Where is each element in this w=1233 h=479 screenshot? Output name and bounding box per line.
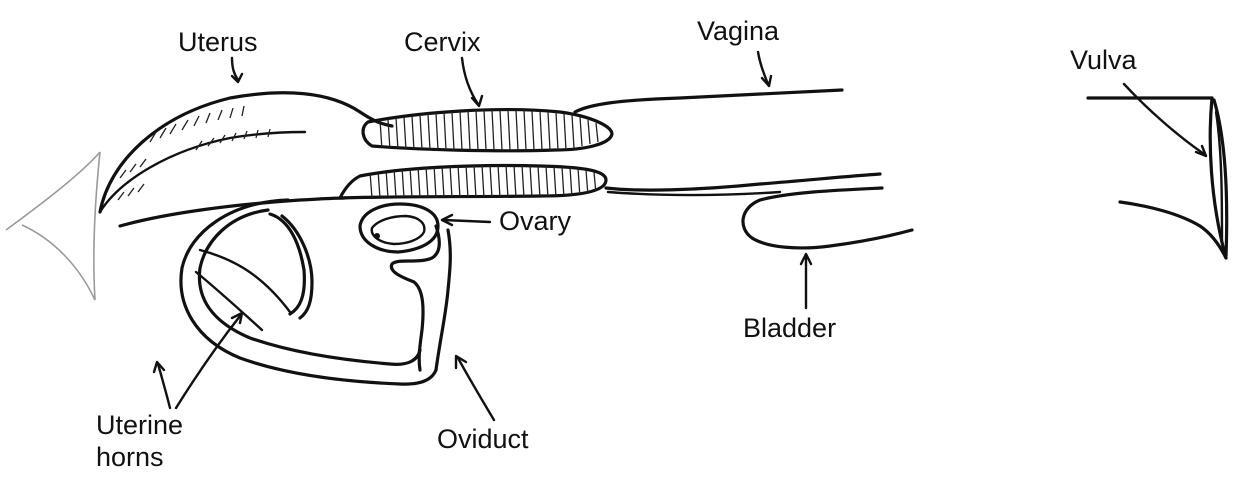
cervix-upper: [363, 110, 612, 151]
vulva-pointer: [1124, 84, 1204, 154]
uterus-wall-hatching: [118, 106, 270, 200]
label-ovary: Ovary: [499, 206, 571, 236]
label-cervix: Cervix: [404, 27, 481, 57]
bladder-shape: [743, 188, 912, 248]
label-oviduct: Oviduct: [437, 424, 529, 454]
vulva-shape: [1088, 98, 1227, 258]
uterus-shape: [100, 93, 392, 212]
cervix-lower: [340, 165, 606, 198]
label-uterine-horns-line1: Uterine: [96, 410, 183, 440]
ovary-shape: [360, 204, 438, 252]
oviduct-pointer: [458, 358, 494, 420]
cervix-pointer: [462, 58, 478, 104]
ovary-pointer: [444, 220, 490, 222]
uterine-horns-shape: [181, 200, 436, 384]
label-uterus: Uterus: [178, 27, 258, 57]
watermark-mark: [6, 152, 100, 300]
label-bladder: Bladder: [743, 313, 836, 343]
vagina-shape: [575, 90, 880, 195]
label-vagina: Vagina: [697, 16, 779, 46]
label-pointers: [154, 52, 1206, 420]
label-vulva: Vulva: [1070, 45, 1137, 75]
label-uterine-horns-line2: horns: [96, 442, 164, 472]
uterine-horns-pointer-2: [176, 316, 240, 408]
